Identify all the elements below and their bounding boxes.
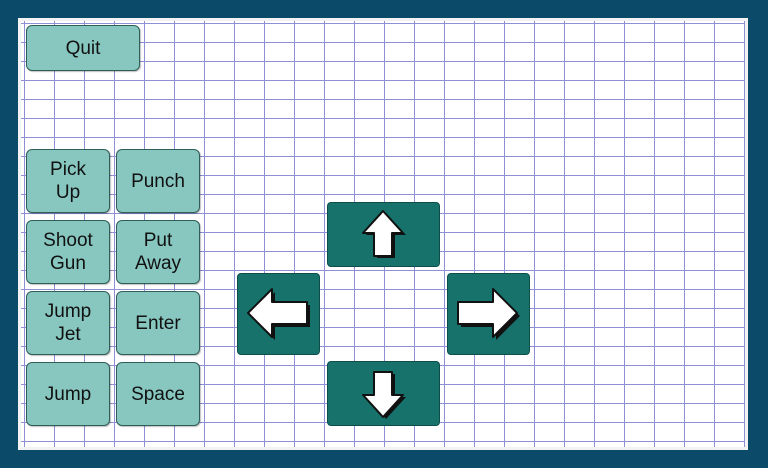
jump-button-label: Jump	[44, 383, 92, 405]
jump-button[interactable]: Jump	[26, 362, 110, 426]
enter-button[interactable]: Enter	[116, 291, 200, 355]
enter-button-label: Enter	[135, 312, 181, 334]
punch-button[interactable]: Punch	[116, 149, 200, 213]
shoot-gun-button[interactable]: Shoot Gun	[26, 220, 110, 284]
arrow-left-icon	[246, 288, 310, 340]
pick-up-button-label: Pick Up	[50, 159, 86, 203]
put-away-button[interactable]: Put Away	[116, 220, 200, 284]
shoot-gun-button-label: Shoot Gun	[43, 230, 93, 274]
arrow-down-icon	[361, 370, 406, 419]
pick-up-button[interactable]: Pick Up	[26, 149, 110, 213]
jump-jet-button[interactable]: Jump Jet	[26, 291, 110, 355]
space-button-label: Space	[131, 383, 185, 405]
arrow-up-icon	[361, 209, 406, 258]
punch-button-label: Punch	[131, 170, 185, 192]
space-button[interactable]: Space	[116, 362, 200, 426]
put-away-button-label: Put Away	[134, 230, 182, 274]
arrow-right-icon	[456, 288, 520, 340]
quit-button[interactable]: Quit	[26, 25, 140, 71]
dpad-down-button[interactable]	[327, 361, 440, 426]
dpad-up-button[interactable]	[327, 202, 440, 267]
dpad-left-button[interactable]	[237, 273, 320, 355]
dpad-right-button[interactable]	[447, 273, 530, 355]
quit-button-label: Quit	[65, 37, 101, 59]
jump-jet-button-label: Jump Jet	[44, 301, 92, 345]
